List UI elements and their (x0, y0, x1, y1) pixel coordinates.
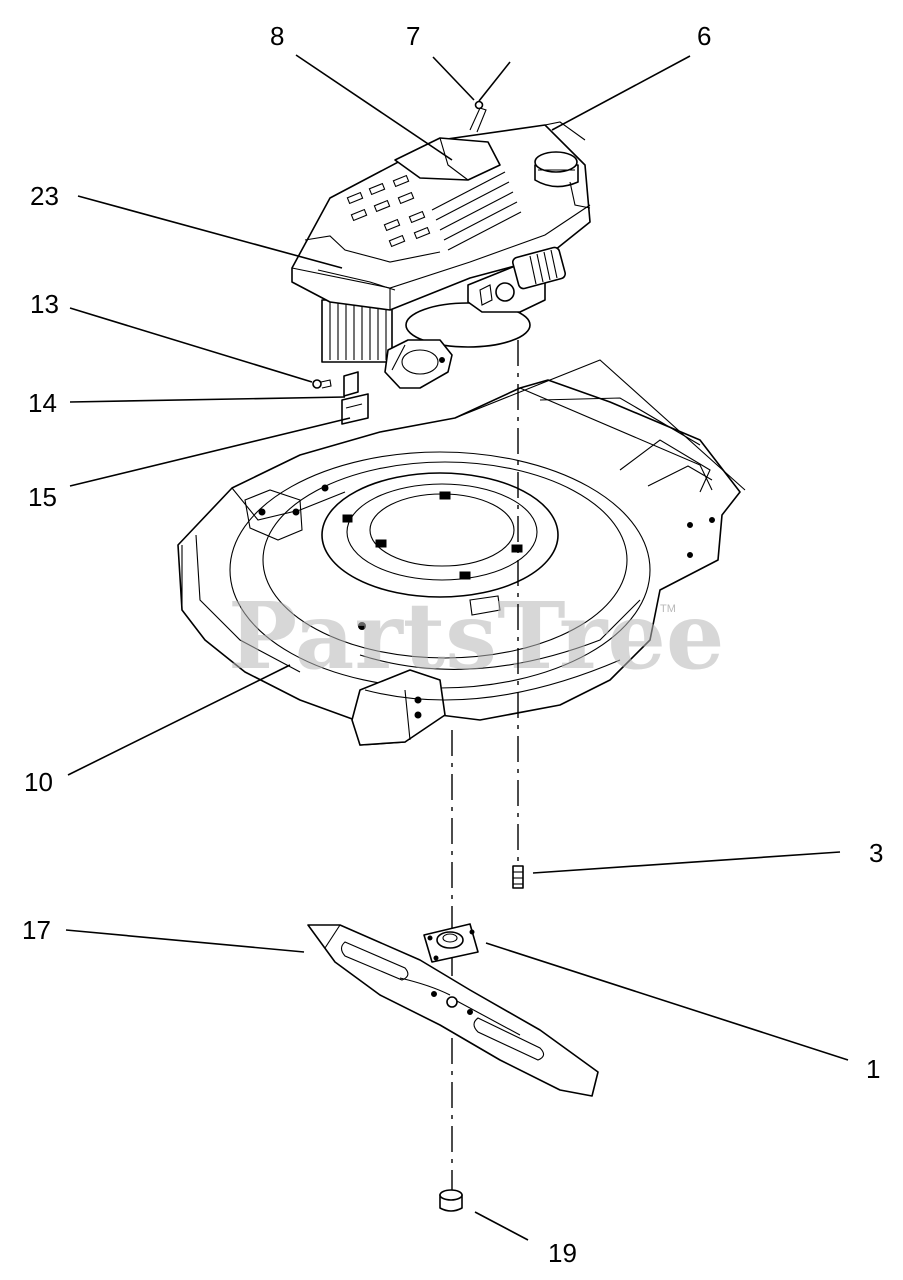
fill-cap (534, 151, 591, 209)
blade-17 (307, 924, 599, 1097)
leader-7 (432, 56, 475, 101)
leader-6 (551, 55, 691, 131)
leader-14 (69, 396, 346, 403)
callout-13: 13 (30, 289, 59, 319)
callout-17: 17 (22, 915, 51, 945)
callout-15: 15 (28, 482, 57, 512)
callout-6: 6 (697, 21, 711, 51)
shroud-vents (346, 174, 431, 248)
callout-23: 23 (30, 181, 59, 211)
knob-grip (529, 249, 558, 285)
svg-text:TM: TM (660, 603, 676, 615)
leader-23 (77, 195, 343, 269)
top-cover (394, 137, 501, 181)
callout-14: 14 (28, 388, 57, 418)
leader-8 (295, 54, 453, 161)
callout-7: 7 (406, 21, 420, 51)
watermark: PartsTree TM (228, 582, 724, 690)
callout-1: 1 (866, 1054, 880, 1084)
leader-lines (65, 54, 849, 1241)
nut-19 (439, 1189, 463, 1212)
leader-7-pin (478, 61, 511, 102)
top-pin (469, 100, 487, 133)
leader-17 (65, 929, 305, 953)
svg-text:PartsTree: PartsTree (228, 582, 724, 690)
callout-19: 19 (548, 1238, 577, 1268)
leader-10 (67, 664, 291, 776)
callout-8: 8 (270, 21, 284, 51)
callout-10: 10 (24, 767, 53, 797)
blade-adapter-1 (423, 923, 479, 963)
plate-14 (341, 371, 369, 425)
leader-13 (69, 307, 313, 383)
bolt-3 (512, 865, 524, 889)
starter-knob (467, 246, 566, 313)
leader-15 (69, 417, 351, 487)
leader-1 (485, 942, 849, 1061)
cooling-fins (329, 302, 387, 360)
rear-housing-edge (544, 121, 586, 141)
screw-13 (312, 379, 332, 389)
leader-3 (532, 851, 841, 874)
callout-labels: 8 7 6 23 13 14 15 10 3 17 1 19 (22, 21, 883, 1268)
side-housing (384, 339, 453, 389)
mower-deck (177, 359, 746, 746)
callout-3: 3 (869, 838, 883, 868)
leader-19 (474, 1211, 529, 1241)
